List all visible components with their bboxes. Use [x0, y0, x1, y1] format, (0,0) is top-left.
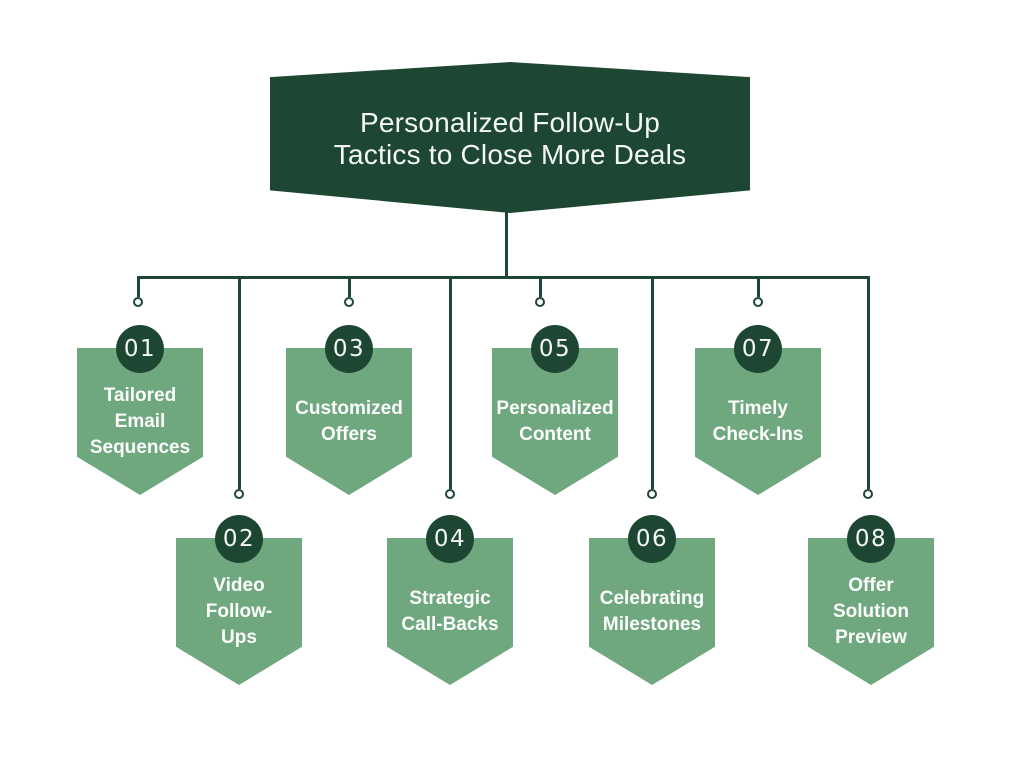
- item-06-label: Celebrating Milestones: [599, 587, 705, 635]
- item-01-number-badge: 01: [116, 325, 164, 373]
- item-06-number-badge: 06: [628, 515, 676, 563]
- connector-drop-08: [866, 276, 870, 489]
- item-02-label: Video Follow- Ups: [205, 574, 273, 648]
- item-03-number: 03: [332, 336, 366, 362]
- item-05-number-badge: 05: [531, 325, 579, 373]
- item-03-label: Customized Offers: [295, 397, 403, 445]
- item-06-number: 06: [635, 526, 669, 552]
- item-08-label: Offer Solution Preview: [833, 574, 909, 648]
- connector-drop-03: [347, 276, 351, 297]
- connector-dot-06: [647, 488, 657, 499]
- item-01-label: Tailored Email Sequences: [89, 384, 191, 458]
- item-08-number: 08: [854, 526, 888, 552]
- connector-dot-07: [753, 296, 763, 307]
- connector-horizontal-bar: [138, 276, 870, 279]
- title-text: Personalized Follow-Up Tactics to Close …: [333, 106, 687, 170]
- item-05-label: Personalized Content: [496, 397, 614, 445]
- connector-dot-03: [343, 296, 354, 307]
- item-05: 05 Personalized Content: [492, 325, 618, 496]
- item-03-number-badge: 03: [325, 325, 373, 373]
- item-02-number-badge: 02: [215, 515, 263, 563]
- item-04: 04 Strategic Call-Backs: [387, 515, 513, 686]
- connector-dot-08: [862, 488, 873, 499]
- connector-drop-02: [237, 276, 241, 489]
- connector-dot-01: [133, 296, 143, 307]
- connector-drop-06: [651, 276, 654, 489]
- title-banner: Personalized Follow-Up Tactics to Close …: [270, 62, 750, 213]
- item-04-label: Strategic Call-Backs: [401, 587, 499, 635]
- item-04-number-badge: 04: [426, 515, 474, 563]
- connector-drop-01: [137, 276, 140, 297]
- connector-dot-02: [233, 488, 244, 499]
- item-02: 02 Video Follow- Ups: [176, 515, 302, 686]
- item-05-number: 05: [538, 336, 572, 362]
- connector-drop-05: [539, 276, 542, 297]
- item-08-number-badge: 08: [847, 515, 895, 563]
- item-04-number: 04: [433, 526, 467, 552]
- item-06: 06 Celebrating Milestones: [589, 515, 715, 686]
- item-01: 01 Tailored Email Sequences: [77, 325, 203, 496]
- item-07-number: 07: [741, 336, 775, 362]
- connector-drop-04: [449, 276, 452, 489]
- item-07-number-badge: 07: [734, 325, 782, 373]
- item-07: 07 Timely Check-Ins: [695, 325, 821, 496]
- item-08: 08 Offer Solution Preview: [808, 515, 934, 686]
- connector-stem: [504, 210, 508, 276]
- connector-dot-04: [445, 488, 455, 499]
- connector-drop-07: [757, 276, 760, 297]
- item-01-number: 01: [123, 336, 157, 362]
- item-07-label: Timely Check-Ins: [712, 397, 804, 445]
- item-03: 03 Customized Offers: [286, 325, 412, 496]
- connector-dot-05: [535, 296, 545, 307]
- item-02-number: 02: [222, 526, 256, 552]
